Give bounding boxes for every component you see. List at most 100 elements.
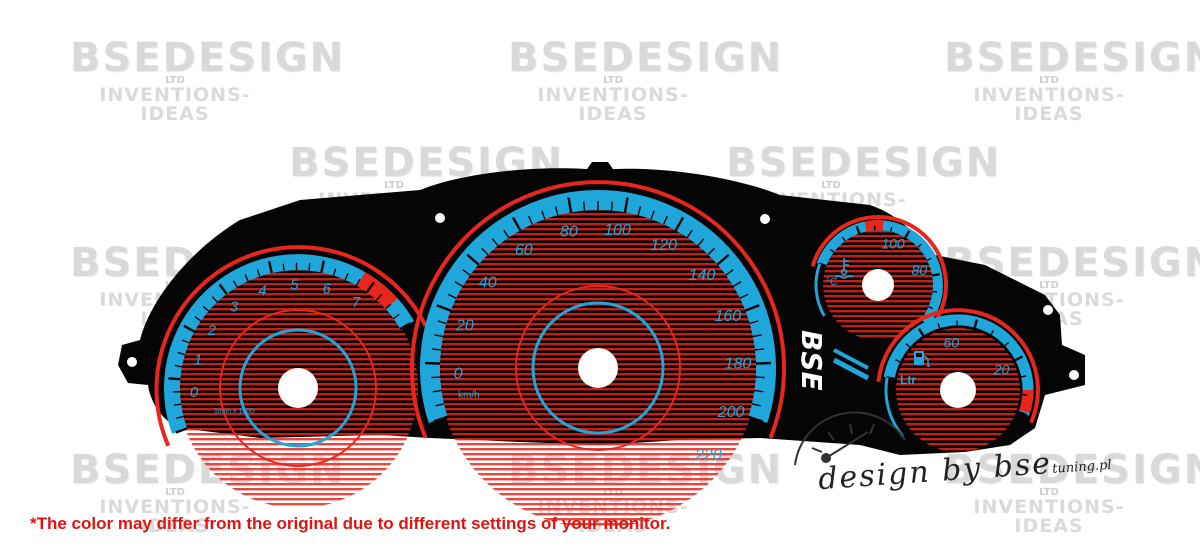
temperature-outer-ring [810, 214, 948, 334]
speedometer-label: 20 [455, 317, 474, 334]
tachometer-label: 3 [230, 298, 239, 315]
face-stripe [438, 498, 758, 501]
speedometer-label: 180 [725, 356, 752, 373]
scale-tick [886, 376, 895, 380]
face-stripe [438, 263, 758, 266]
face-stripe [823, 315, 933, 318]
scale-tick [432, 348, 442, 351]
face-stripe [438, 293, 758, 296]
scale-tick [755, 376, 765, 379]
face-stripe [823, 325, 933, 328]
scale-tick [650, 210, 655, 220]
speedometer-label: 80 [560, 224, 578, 241]
face-stripe [178, 448, 418, 451]
scale-tick [182, 339, 190, 344]
scale-tick [392, 313, 400, 320]
scale-tick [895, 359, 901, 363]
mount-hole [435, 213, 445, 223]
scale-tick [917, 327, 925, 337]
signature-suffix: tuning.pl [1051, 457, 1113, 477]
scale-tick [177, 351, 186, 356]
scale-tick [890, 226, 893, 232]
scale-tick [716, 253, 730, 266]
face-stripe [178, 453, 418, 456]
face-stripe [178, 273, 418, 276]
speedometer-label: 0 [454, 366, 463, 383]
face-stripe [438, 488, 758, 491]
face-stripe [178, 363, 418, 366]
scale-tick [990, 330, 995, 335]
face-stripe [438, 333, 758, 336]
face-stripe [178, 443, 418, 446]
face-stripe [823, 230, 933, 233]
face-stripe [438, 453, 758, 456]
face-stripe [438, 493, 758, 496]
fuel-unit: Ltr [900, 373, 916, 387]
face-stripe [438, 268, 758, 271]
scale-tick [173, 403, 182, 406]
scale-tick [308, 263, 311, 271]
tachometer-inner-ring [238, 328, 358, 448]
scale-tick [481, 247, 489, 256]
face-stripe [438, 423, 758, 426]
face-stripe [438, 413, 758, 416]
scale-tick [462, 269, 471, 276]
scale-tick [168, 377, 181, 381]
face-stripe [438, 343, 758, 346]
scale-tick [973, 319, 978, 329]
gauge-sketch-icon [794, 411, 906, 466]
mount-hole [760, 214, 770, 224]
tachometer-label: 1 [194, 352, 202, 369]
face-stripe [438, 288, 758, 291]
scale-tick [447, 293, 457, 299]
fuel-pump-icon [914, 351, 930, 367]
speedometer-label: 120 [650, 237, 677, 254]
color-disclaimer: *The color may differ from the original … [30, 514, 671, 533]
speedometer-outer-ring [410, 180, 786, 439]
scale-tick [904, 230, 911, 238]
scale-tick [707, 247, 715, 256]
coolant-temperature-icon [834, 258, 854, 279]
face-stripe [823, 320, 933, 323]
scale-tick [436, 304, 452, 312]
face-stripe [438, 443, 758, 446]
face-stripe [178, 463, 418, 466]
tachometer-label: 4 [258, 283, 266, 300]
face-stripe [178, 473, 418, 476]
face-stripe [178, 323, 418, 326]
mount-hole [127, 357, 137, 367]
face-stripe [438, 318, 758, 321]
face-stripe [438, 468, 758, 471]
tachometer-label: 2 [207, 322, 217, 339]
face-stripe [438, 323, 758, 326]
face-stripe [438, 398, 758, 401]
speedometer-label: 220 [694, 447, 722, 464]
speedometer-scale-band [420, 190, 776, 423]
face-stripe [896, 448, 1020, 451]
mount-hole [1069, 370, 1079, 380]
scale-tick [926, 257, 932, 261]
face-stripe [178, 478, 418, 481]
scale-tick [674, 216, 685, 232]
fuel-label: 60 [944, 334, 960, 350]
scale-tick [754, 348, 764, 351]
face-stripe [178, 313, 418, 316]
face-stripe [438, 523, 758, 526]
tachometer-label: 7 [352, 294, 361, 311]
face-stripe [896, 328, 1020, 331]
face-stripe [823, 265, 933, 268]
temperature-unit: °C [826, 277, 837, 288]
face-stripe [178, 433, 418, 436]
speedometer-label: 60 [515, 242, 533, 259]
speedometer-inner-red-ring [515, 285, 681, 451]
scale-tick [931, 272, 940, 277]
temperature-label: 100 [881, 236, 905, 252]
scale-tick [567, 197, 573, 213]
scale-tick [623, 197, 629, 213]
face-stripe [896, 428, 1020, 431]
face-stripe [438, 428, 758, 431]
scale-tick [267, 260, 273, 274]
face-stripe [438, 508, 758, 511]
face-stripe [823, 260, 933, 263]
